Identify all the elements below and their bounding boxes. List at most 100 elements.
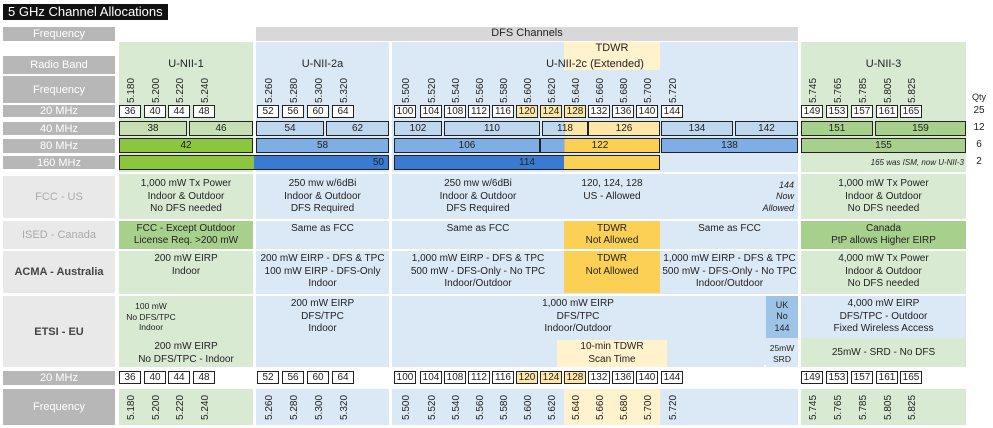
etsi-unii2c-text-line: 1,000 mW EIRP: [542, 298, 614, 310]
channel-20mhz-bottom[interactable]: 128: [564, 371, 586, 384]
channel-20mhz[interactable]: 128: [564, 105, 586, 118]
channel-20mhz-bottom[interactable]: 36: [119, 371, 141, 384]
channel-20mhz[interactable]: 149: [801, 105, 823, 118]
channel-20mhz[interactable]: 64: [332, 105, 354, 118]
channel-80mhz[interactable]: 122: [540, 138, 660, 153]
qty-value: 2: [976, 156, 982, 168]
channel-20mhz-bottom[interactable]: 116: [492, 371, 514, 384]
channel-20mhz-bottom[interactable]: 112: [468, 371, 490, 384]
channel-20mhz-bottom[interactable]: 124: [540, 371, 562, 384]
frequency-bottom: 5.745: [808, 394, 819, 420]
channel-20mhz-bottom[interactable]: 100: [394, 371, 416, 384]
channel-20mhz-bottom[interactable]: 52: [257, 371, 279, 384]
channel-20mhz-bottom[interactable]: 120: [516, 371, 538, 384]
channel-20mhz[interactable]: 157: [851, 105, 873, 118]
etsi-uk-text-line: UK: [775, 300, 789, 311]
channel-20mhz-bottom[interactable]: 153: [826, 371, 848, 384]
channel-20mhz-bottom[interactable]: 165: [900, 371, 922, 384]
channel-20mhz-bottom[interactable]: 44: [168, 371, 190, 384]
acma-unii3-text-line: 4,000 mW Tx Power: [838, 253, 929, 265]
channel-20mhz[interactable]: 56: [282, 105, 304, 118]
channel-40mhz[interactable]: 126: [588, 121, 660, 136]
channel-20mhz[interactable]: 104: [420, 105, 442, 118]
frequency-bottom: 5.660: [595, 394, 606, 420]
channel-20mhz[interactable]: 132: [588, 105, 610, 118]
channel-20mhz-bottom[interactable]: 140: [636, 371, 658, 384]
channel-20mhz-bottom[interactable]: 108: [444, 371, 466, 384]
channel-20mhz-bottom[interactable]: 60: [307, 371, 329, 384]
channel-20mhz-bottom[interactable]: 157: [851, 371, 873, 384]
etsi-unii1-a-right: [186, 296, 253, 338]
channel-20mhz-bottom[interactable]: 104: [420, 371, 442, 384]
channel-20mhz-bottom[interactable]: 149: [801, 371, 823, 384]
channel-20mhz-bottom[interactable]: 40: [144, 371, 166, 384]
channel-80mhz[interactable]: 138: [661, 138, 798, 153]
acma-unii2c-a-text-line: Indoor/Outdoor: [444, 278, 512, 290]
channel-20mhz[interactable]: 40: [144, 105, 166, 118]
fcc-tdwr-text-line: US - Allowed: [583, 190, 641, 202]
channel-40mhz[interactable]: 102: [394, 121, 442, 136]
channel-20mhz-bottom[interactable]: 136: [612, 371, 634, 384]
column-separator: [798, 172, 801, 369]
channel-40mhz[interactable]: 110: [444, 121, 540, 136]
channel-80mhz[interactable]: 58: [256, 138, 389, 153]
channel-20mhz[interactable]: 48: [193, 105, 215, 118]
channel-20mhz[interactable]: 161: [876, 105, 898, 118]
channel-160mhz[interactable]: 114: [394, 155, 660, 170]
channel-20mhz[interactable]: 136: [612, 105, 634, 118]
channel-20mhz[interactable]: 52: [257, 105, 279, 118]
channel-40mhz[interactable]: 118: [542, 121, 588, 136]
channel-20mhz[interactable]: 116: [492, 105, 514, 118]
channel-20mhz-bottom[interactable]: 161: [876, 371, 898, 384]
channel-20mhz[interactable]: 124: [540, 105, 562, 118]
channel-80mhz[interactable]: 106: [394, 138, 540, 153]
channel-40mhz[interactable]: 62: [326, 121, 389, 136]
channel-40mhz[interactable]: 134: [661, 121, 733, 136]
frequency-top: 5.745: [808, 77, 819, 103]
etsi-unii2a-text-line: DFS/TPC: [301, 310, 344, 322]
frequency-top: 5.765: [833, 77, 844, 103]
frequency-top: 5.220: [175, 77, 186, 103]
channel-20mhz[interactable]: 44: [168, 105, 190, 118]
channel-20mhz[interactable]: 36: [119, 105, 141, 118]
channel-20mhz-bottom[interactable]: 48: [193, 371, 215, 384]
frequency-top: 5.825: [907, 77, 918, 103]
frequency-bottom: 5.640: [571, 394, 582, 420]
channel-20mhz-bottom[interactable]: 64: [332, 371, 354, 384]
fcc-unii1-text-line: 1,000 mW Tx Power: [140, 178, 232, 190]
channel-20mhz-bottom[interactable]: 144: [661, 371, 683, 384]
channel-80mhz[interactable]: 155: [801, 138, 966, 153]
channel-160mhz[interactable]: 50: [119, 155, 389, 170]
channel-20mhz-bottom[interactable]: 56: [282, 371, 304, 384]
channel-40mhz[interactable]: 38: [119, 121, 187, 136]
channel-20mhz[interactable]: 144: [661, 105, 683, 118]
frequency-bottom: 5.785: [858, 394, 869, 420]
channel-40mhz[interactable]: 54: [256, 121, 324, 136]
channel-40mhz[interactable]: 46: [189, 121, 253, 136]
acma-unii2c-a-text-line: 500 mW - DFS-Only - No TPC: [410, 265, 546, 277]
channel-20mhz[interactable]: 112: [468, 105, 490, 118]
channel-20mhz[interactable]: 108: [444, 105, 466, 118]
channel-20mhz[interactable]: 100: [394, 105, 416, 118]
channel-20mhz[interactable]: 140: [636, 105, 658, 118]
frequency-top: 5.805: [883, 77, 894, 103]
frequency-top: 5.720: [668, 77, 679, 103]
channel-20mhz[interactable]: 60: [307, 105, 329, 118]
fcc-unii3-text-line: No DFS needed: [847, 203, 920, 215]
channel-40mhz[interactable]: 151: [801, 121, 873, 136]
channel-80mhz[interactable]: 42: [119, 138, 253, 153]
channel-40mhz[interactable]: 159: [875, 121, 966, 136]
channel-20mhz[interactable]: 153: [826, 105, 848, 118]
channel-40mhz[interactable]: 142: [735, 121, 798, 136]
label-160mhz: 160 MHz: [3, 156, 115, 169]
frequency-top: 5.540: [451, 77, 462, 103]
etsi-tdwr-text-line: 10-min TDWR: [580, 341, 644, 352]
channel-20mhz[interactable]: 165: [900, 105, 922, 118]
channel-20mhz[interactable]: 120: [516, 105, 538, 118]
row-separator: [119, 172, 966, 174]
channel-20mhz-bottom[interactable]: 132: [588, 371, 610, 384]
